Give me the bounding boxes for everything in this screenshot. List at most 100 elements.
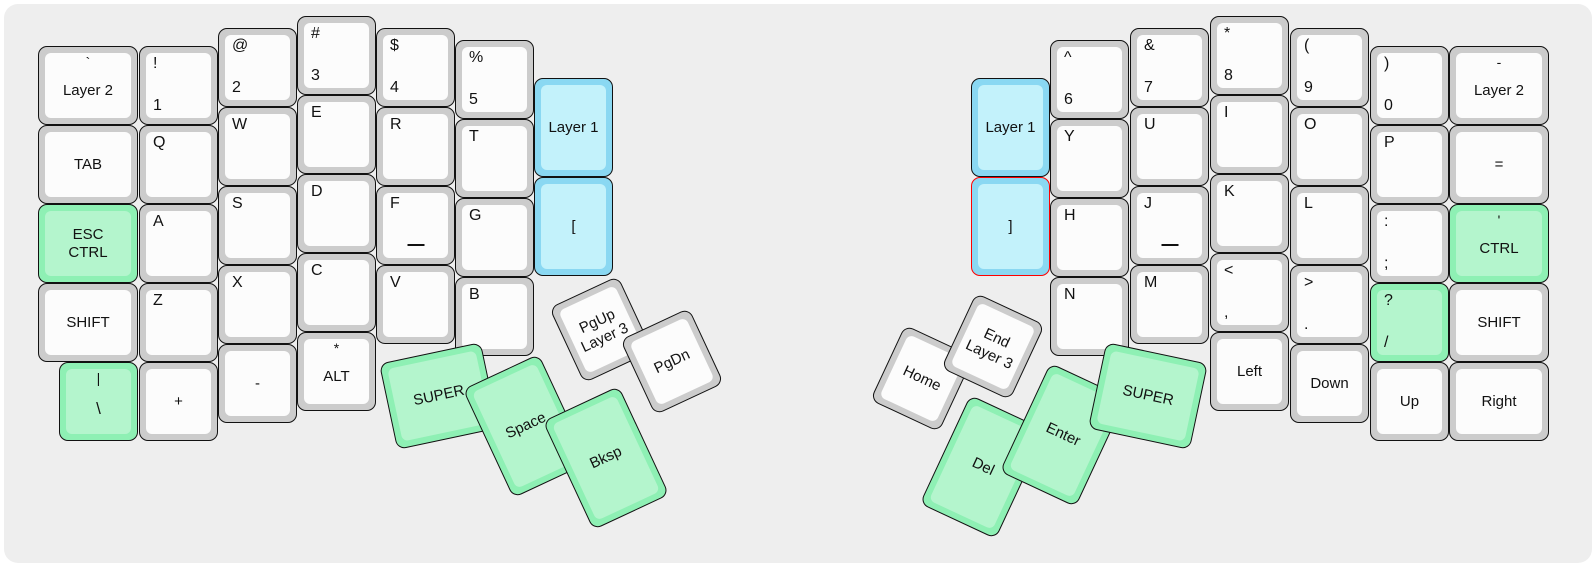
key-plus[interactable]: + bbox=[139, 362, 218, 441]
key-comma-cap: <, bbox=[1217, 260, 1282, 325]
key-z-legend-top: Z bbox=[153, 292, 163, 309]
key-layer1-r[interactable]: Layer 1 bbox=[971, 78, 1050, 177]
key-y-cap: Y bbox=[1057, 126, 1122, 191]
key-2-legend-bottom: 2 bbox=[232, 79, 241, 96]
key-a[interactable]: A bbox=[139, 204, 218, 283]
key-g[interactable]: G bbox=[455, 198, 534, 277]
key-d[interactable]: D bbox=[297, 174, 376, 253]
key-f-legend-top: F bbox=[390, 195, 400, 212]
key-period[interactable]: >. bbox=[1290, 265, 1369, 344]
key-5[interactable]: %5 bbox=[455, 40, 534, 119]
key-comma[interactable]: <, bbox=[1210, 253, 1289, 332]
key-shift-r[interactable]: SHIFT bbox=[1449, 283, 1549, 362]
key-comma-legend-bottom: , bbox=[1224, 304, 1229, 321]
key-q-legend-top: Q bbox=[153, 134, 166, 151]
key-k-legend-top: K bbox=[1224, 183, 1235, 200]
key-right[interactable]: Right bbox=[1449, 362, 1549, 441]
key-n[interactable]: N bbox=[1050, 277, 1129, 356]
key-r[interactable]: R bbox=[376, 107, 455, 186]
key-d-cap: D bbox=[304, 181, 369, 246]
key-equals[interactable]: = bbox=[1449, 125, 1549, 204]
key-shift-legend-main: SHIFT bbox=[66, 313, 110, 331]
key-tab-legend-main: TAB bbox=[73, 155, 103, 173]
key-u[interactable]: U bbox=[1130, 107, 1209, 186]
key-slash[interactable]: ?/ bbox=[1370, 283, 1449, 362]
key-2[interactable]: @2 bbox=[218, 28, 297, 107]
key-shift[interactable]: SHIFT bbox=[38, 283, 138, 362]
key-6-cap: ^6 bbox=[1057, 47, 1122, 112]
key-x[interactable]: X bbox=[218, 265, 297, 344]
key-i[interactable]: I bbox=[1210, 95, 1289, 174]
key-up-cap: Up bbox=[1377, 369, 1442, 434]
key-4[interactable]: $4 bbox=[376, 28, 455, 107]
key-3-legend-bottom: 3 bbox=[311, 67, 320, 84]
key-v[interactable]: V bbox=[376, 265, 455, 344]
key-layer1-cap: Layer 1 bbox=[541, 85, 606, 170]
key-alt-legend-main: ALT bbox=[323, 367, 350, 385]
key-bracket-left[interactable]: [ bbox=[534, 177, 613, 276]
key-o[interactable]: O bbox=[1290, 107, 1369, 186]
key-3[interactable]: #3 bbox=[297, 16, 376, 95]
key-a-cap: A bbox=[146, 211, 211, 276]
key-layer2-grave[interactable]: `Layer 2 bbox=[38, 46, 138, 125]
key-esc-ctrl[interactable]: ESC CTRL bbox=[38, 204, 138, 283]
key-bracket-right-cap: ] bbox=[978, 184, 1043, 269]
key-up-legend-main: Up bbox=[1399, 392, 1420, 410]
key-7[interactable]: &7 bbox=[1130, 28, 1209, 107]
key-tab-cap: TAB bbox=[45, 132, 131, 197]
key-t[interactable]: T bbox=[455, 119, 534, 198]
key-y[interactable]: Y bbox=[1050, 119, 1129, 198]
key-c[interactable]: C bbox=[297, 253, 376, 332]
key-semicolon-legend-top: : bbox=[1384, 213, 1389, 230]
key-f[interactable]: F bbox=[376, 186, 455, 265]
key-w[interactable]: W bbox=[218, 107, 297, 186]
key-j-legend-top: J bbox=[1144, 195, 1152, 212]
key-k[interactable]: K bbox=[1210, 174, 1289, 253]
key-0-legend-top: ) bbox=[1384, 55, 1390, 72]
key-esc-ctrl-legend-main: ESC CTRL bbox=[68, 226, 108, 261]
key-s[interactable]: S bbox=[218, 186, 297, 265]
key-i-legend-top: I bbox=[1224, 104, 1229, 121]
key-o-cap: O bbox=[1297, 114, 1362, 179]
key-h[interactable]: H bbox=[1050, 198, 1129, 277]
key-j[interactable]: J bbox=[1130, 186, 1209, 265]
key-left[interactable]: Left bbox=[1210, 332, 1289, 411]
key-quote-ctrl[interactable]: 'CTRL bbox=[1449, 204, 1549, 283]
key-alt[interactable]: *ALT bbox=[297, 332, 376, 411]
key-up[interactable]: Up bbox=[1370, 362, 1449, 441]
key-down[interactable]: Down bbox=[1290, 344, 1369, 423]
key-1-legend-top: ! bbox=[153, 55, 158, 72]
key-pipe-backslash-legend-shift: | bbox=[96, 370, 101, 386]
key-tab[interactable]: TAB bbox=[38, 125, 138, 204]
key-e-legend-top: E bbox=[311, 104, 322, 121]
key-9-legend-top: ( bbox=[1304, 37, 1310, 54]
key-8[interactable]: *8 bbox=[1210, 16, 1289, 95]
key-b[interactable]: B bbox=[455, 277, 534, 356]
key-layer2-grave-cap: `Layer 2 bbox=[45, 53, 131, 118]
key-pipe-backslash[interactable]: |\ bbox=[59, 362, 138, 441]
key-semicolon[interactable]: :; bbox=[1370, 204, 1449, 283]
key-layer2-minus-legend-main: Layer 2 bbox=[1473, 81, 1525, 99]
key-1[interactable]: !1 bbox=[139, 46, 218, 125]
key-n-legend-top: N bbox=[1064, 286, 1076, 303]
key-bracket-right[interactable]: ] bbox=[971, 177, 1050, 276]
key-7-cap: &7 bbox=[1137, 35, 1202, 100]
key-6[interactable]: ^6 bbox=[1050, 40, 1129, 119]
key-9[interactable]: (9 bbox=[1290, 28, 1369, 107]
key-p[interactable]: P bbox=[1370, 125, 1449, 204]
key-2-cap: @2 bbox=[225, 35, 290, 100]
key-minus[interactable]: - bbox=[218, 344, 297, 423]
key-m[interactable]: M bbox=[1130, 265, 1209, 344]
key-e[interactable]: E bbox=[297, 95, 376, 174]
key-q[interactable]: Q bbox=[139, 125, 218, 204]
key-l[interactable]: L bbox=[1290, 186, 1369, 265]
key-layer2-minus[interactable]: -Layer 2 bbox=[1449, 46, 1549, 125]
key-0[interactable]: )0 bbox=[1370, 46, 1449, 125]
key-semicolon-cap: :; bbox=[1377, 211, 1442, 276]
key-l-legend-top: L bbox=[1304, 195, 1313, 212]
key-layer1[interactable]: Layer 1 bbox=[534, 78, 613, 177]
key-z[interactable]: Z bbox=[139, 283, 218, 362]
key-y-legend-top: Y bbox=[1064, 128, 1075, 145]
key-end-layer3-legend-main: End Layer 3 bbox=[963, 325, 1016, 373]
